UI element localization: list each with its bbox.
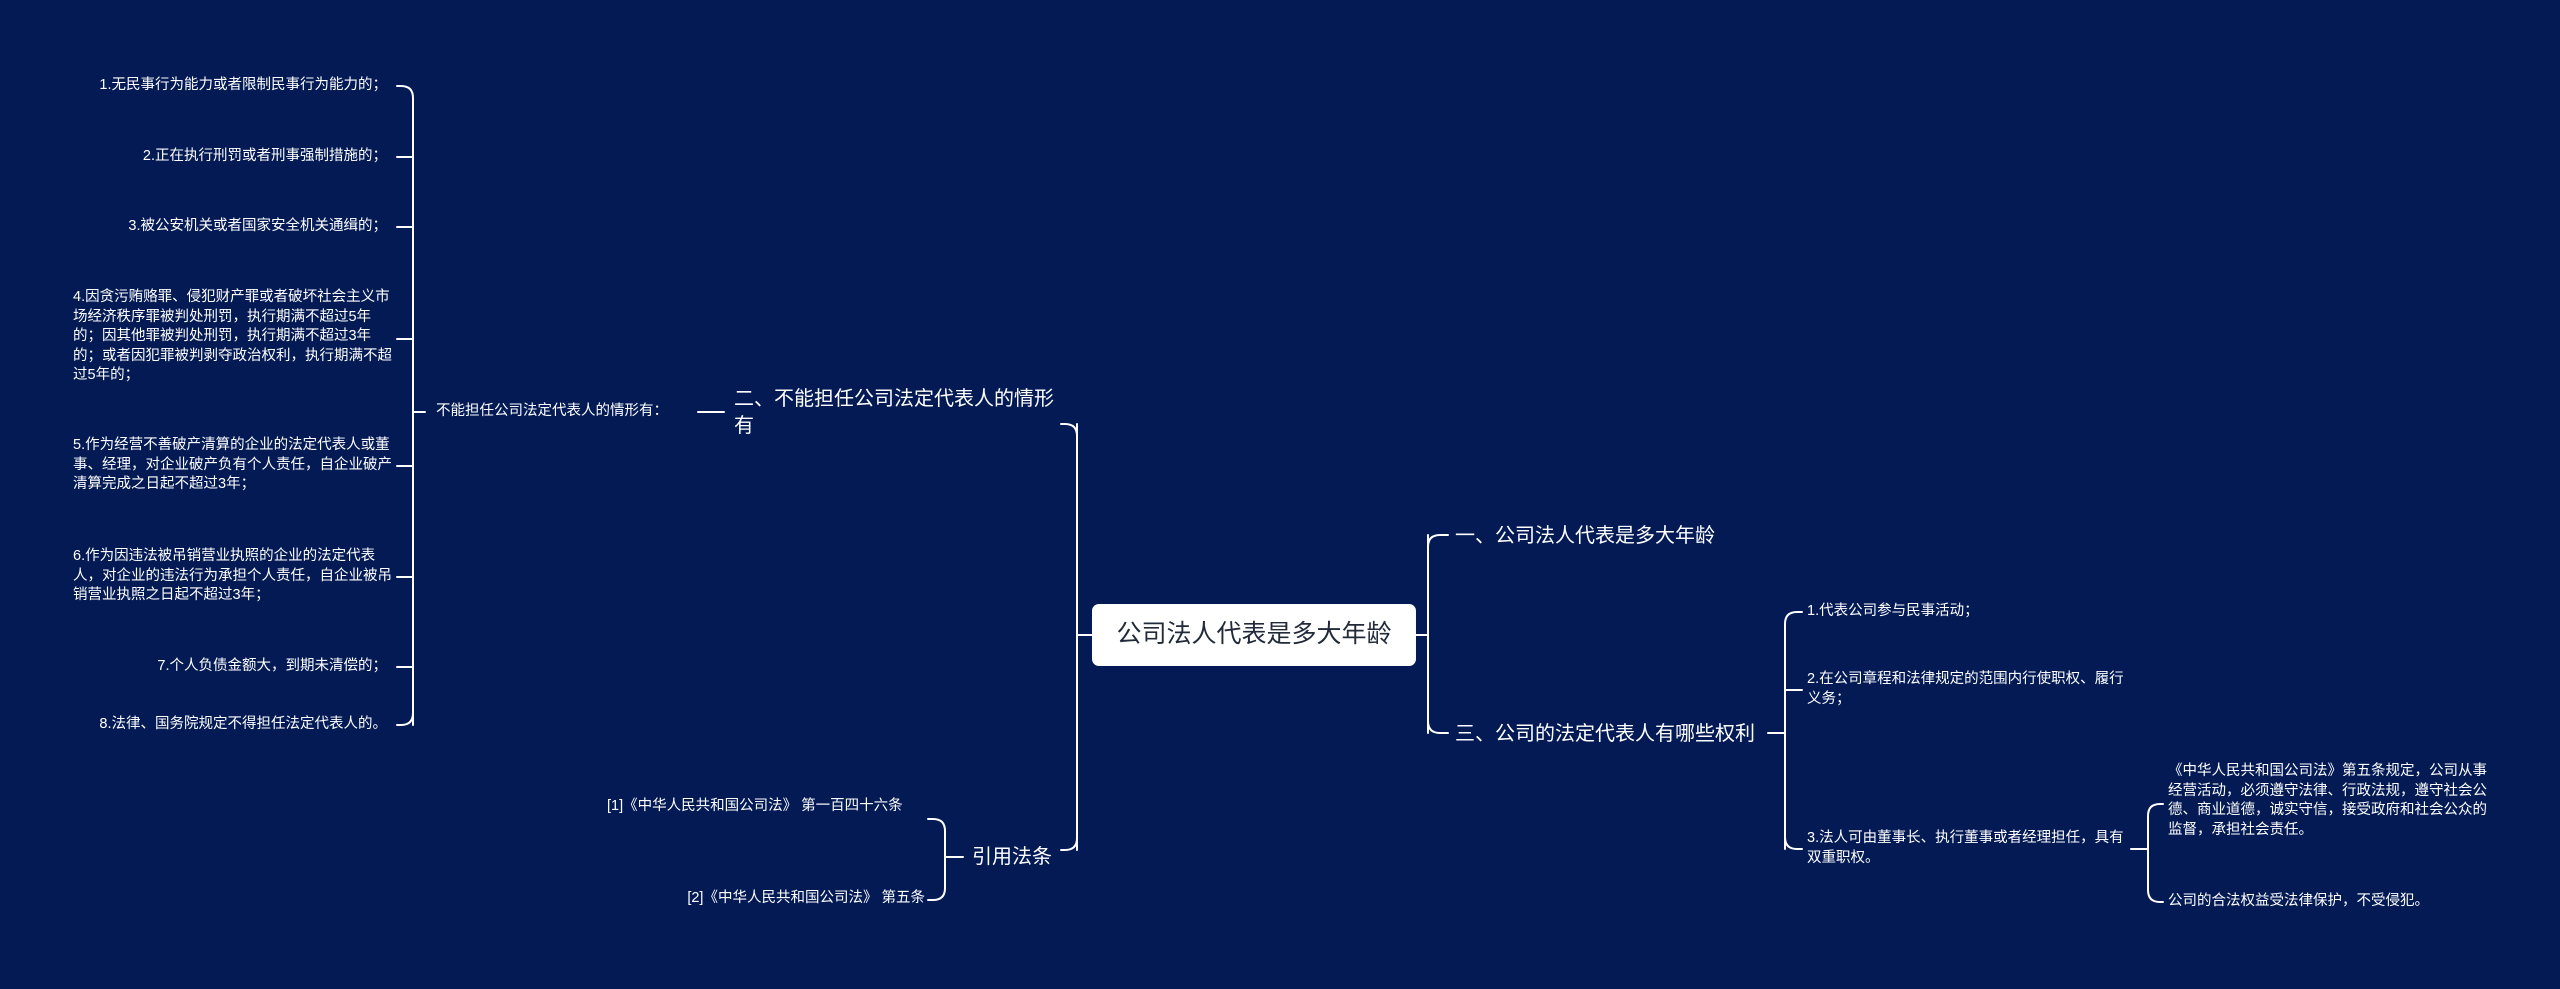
root-topic[interactable]: 公司法人代表是多大年龄	[1092, 604, 1416, 666]
branch-cannot[interactable]: 二、不能担任公司法定代表人的情形有	[734, 388, 1054, 437]
connector-cite-items	[927, 818, 964, 901]
cannot-item-8[interactable]: 8.法律、国务院规定不得担任法定代表人的。	[99, 716, 387, 732]
connector-root-right	[1415, 534, 1449, 734]
rights-item-1[interactable]: 1.代表公司参与民事活动；	[1807, 603, 1979, 619]
cite-item-2[interactable]: [2]《中华人民共和国公司法》 第五条	[687, 890, 925, 906]
cannot-item-6[interactable]: 6.作为因违法被吊销营业执照的企业的法定代表人，对企业的违法行为承担个人责任，自…	[73, 548, 392, 604]
cannot-item-3[interactable]: 3.被公安机关或者国家安全机关通缉的；	[128, 218, 387, 234]
cannot-item-4[interactable]: 4.因贪污贿赂罪、侵犯财产罪或者破坏社会主义市场经济秩序罪被判处刑罚，执行期满不…	[73, 289, 392, 384]
connector-cannot-items	[396, 85, 426, 726]
cannot-item-2[interactable]: 2.正在执行刑罚或者刑事强制措施的；	[142, 148, 387, 164]
cite-item-1[interactable]: [1]《中华人民共和国公司法》 第一百四十六条	[607, 798, 903, 814]
cannot-item-7[interactable]: 7.个人负债金额大，到期未清偿的；	[157, 658, 387, 674]
branch-age[interactable]: 一、公司法人代表是多大年龄	[1455, 525, 1715, 547]
cannot-item-5[interactable]: 5.作为经营不善破产清算的企业的法定代表人或董事、经理，对企业破产负有个人责任，…	[73, 437, 392, 493]
branch-rights[interactable]: 三、公司的法定代表人有哪些权利	[1455, 723, 1755, 745]
cannot-intro[interactable]: 不能担任公司法定代表人的情形有：	[436, 403, 668, 419]
connector-rights-subs	[2130, 803, 2164, 903]
branch-cite[interactable]: 引用法条	[972, 846, 1052, 868]
rights-item-2[interactable]: 2.在公司章程和法律规定的范围内行使职权、履行义务；	[1807, 671, 2124, 707]
rights-sub-1[interactable]: 《中华人民共和国公司法》第五条规定，公司从事经营活动，必须遵守法律、行政法规，遵…	[2168, 763, 2487, 838]
rights-sub-2[interactable]: 公司的合法权益受法律保护，不受侵犯。	[2168, 893, 2429, 909]
connector-rights-items	[1767, 611, 1803, 850]
rights-item-3[interactable]: 3.法人可由董事长、执行董事或者经理担任，具有双重职权。	[1807, 830, 2124, 866]
connector-root-left	[1060, 423, 1093, 851]
cannot-item-1[interactable]: 1.无民事行为能力或者限制民事行为能力的；	[99, 77, 387, 93]
